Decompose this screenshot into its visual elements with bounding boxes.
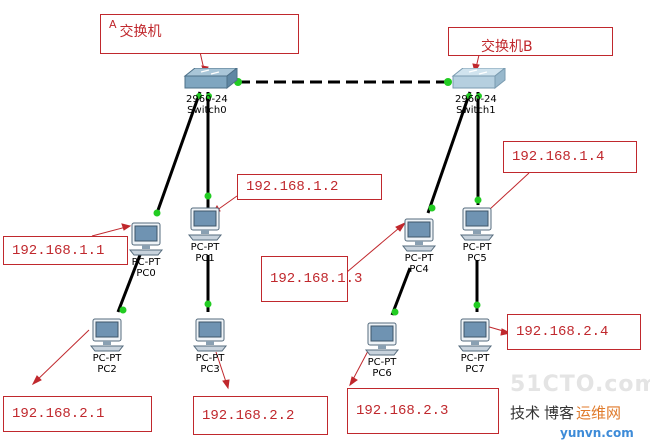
pc6-computer-icon[interactable] [364,322,400,356]
pc0-computer-icon[interactable] [128,222,164,256]
switch1-label: 2960-24 Switch1 [455,94,497,116]
ip-address: 192.168.2.1 [12,406,105,422]
watermark: 51CTO.com 技术博客运维网 yunvn.com [508,372,650,446]
pc-name: PC5 [467,253,487,264]
callout-switch-b: 交换机B [448,27,613,56]
watermark-part: 运维网 [576,404,622,422]
pc-type: PC-PT [190,242,220,253]
pc-type: PC-PT [195,353,225,364]
link-pc4-pc6 [390,267,412,316]
callout-pc6-ip: 192.168.2.3 [347,388,499,434]
pc-type: PC-PT [404,253,434,264]
pc-type: PC-PT [460,353,490,364]
pc-type: PC-PT [92,353,122,364]
pc2-computer-icon[interactable] [89,318,125,352]
pc5-computer-icon[interactable] [459,207,495,241]
pc-name: PC0 [136,268,156,279]
pc4-computer-icon[interactable] [401,218,437,252]
watermark-line2: 技术博客运维网 [510,402,621,423]
watermark-part: 技术 [510,404,541,422]
switch-model: 2960-24 [455,94,497,105]
pc-name: PC6 [372,368,392,379]
pc-name: PC2 [97,364,117,375]
pc-name: PC3 [200,364,220,375]
switch-name: Switch0 [187,105,227,116]
ip-address: 192.168.1.4 [512,149,605,165]
ip-address: 192.168.2.2 [202,407,295,424]
ip-address: 192.168.1.2 [246,179,339,195]
switch-name: Switch1 [456,105,496,116]
callout-pc1-ip: 192.168.1.2 [237,174,382,200]
pc1-computer-icon[interactable] [187,207,223,241]
callout-text: 交换机B [481,39,533,55]
pc-type: PC-PT [131,257,161,268]
callout-text: 交换机 [119,24,162,40]
pc-name: PC4 [409,264,429,275]
callout-arrows [31,51,530,390]
watermark-part: 博客 [544,404,575,422]
switch0-label: 2960-24 Switch0 [186,94,228,116]
pc-name: PC1 [195,253,215,264]
link-pc0-pc2 [116,254,142,313]
switch-icon[interactable] [181,68,239,92]
watermark-line1: 51CTO.com [510,372,650,397]
watermark-line3: yunvn.com [560,426,634,440]
ip-address: 192.168.2.3 [356,403,449,419]
switch-icon[interactable] [449,68,507,92]
pc3-computer-icon[interactable] [192,318,228,352]
pc-name: PC7 [465,364,485,375]
callout-pc7-ip: 192.168.2.4 [507,314,641,350]
link-sw1-pc4 [426,91,472,214]
pc7-computer-icon[interactable] [457,318,493,352]
callout-switch-a: A 交换机 [100,14,299,54]
callout-pc3-ip: 192.168.2.2 [193,396,328,435]
ip-address: 192.168.2.4 [516,324,609,340]
switch-model: 2960-24 [186,94,228,105]
callout-pc0-ip: 192.168.1.1 [3,236,128,265]
ip-address: 192.168.1.1 [12,242,105,259]
callout-prefix: A [109,18,117,31]
callout-pc4-ip: 192.168.1.3 [261,256,362,302]
pc-type: PC-PT [367,357,397,368]
callout-pc2-ip: 192.168.2.1 [3,396,152,432]
callout-pc5-ip: 192.168.1.4 [503,141,637,173]
ip-address: 192.168.1.3 [270,271,363,287]
link-sw0-pc0 [155,91,202,214]
port-lights [119,78,482,316]
pc-type: PC-PT [462,242,492,253]
